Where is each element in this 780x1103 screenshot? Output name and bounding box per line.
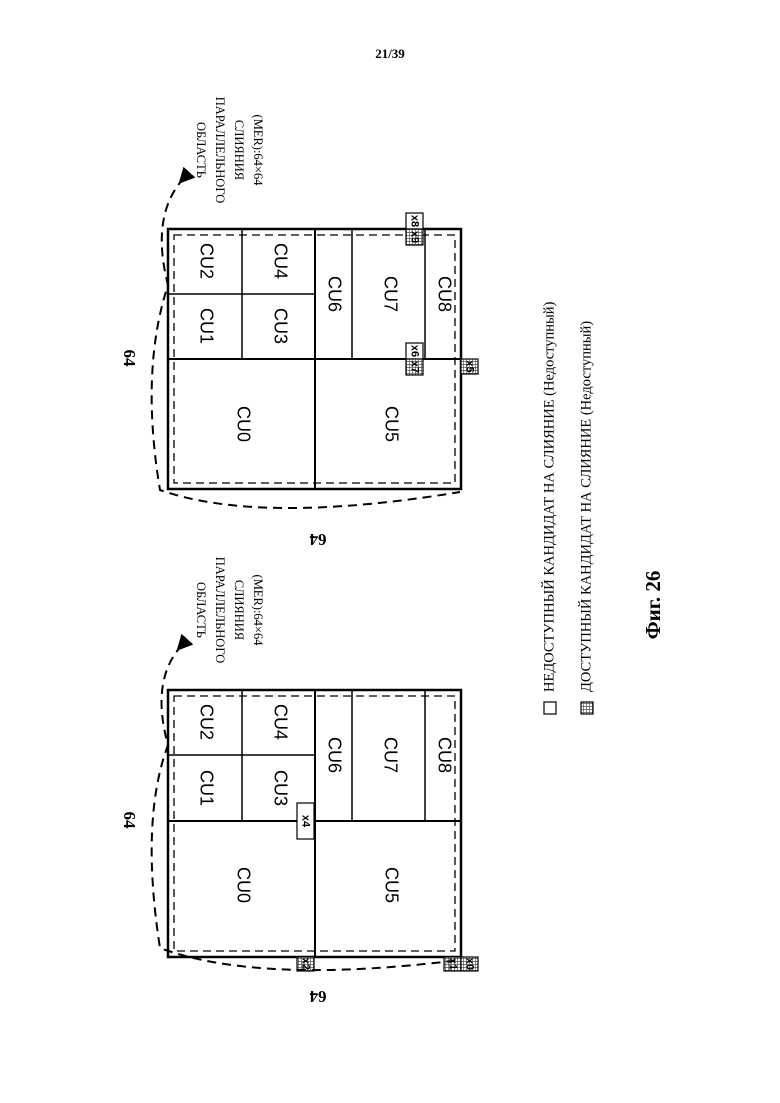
right-candidate-x6: x6	[406, 343, 423, 359]
svg-text:ОБЛАСТЬ: ОБЛАСТЬ	[194, 122, 208, 178]
left-candidate-x4: x4	[297, 803, 314, 839]
right-diagram: CU0 CU1 CU2 CU3 CU4 CU5 CU6 CU7 CU8 x8 x…	[120, 97, 478, 549]
right-candidate-x5: x5	[461, 359, 478, 374]
left-cu7-label: CU7	[380, 737, 400, 773]
right-cu0-label: CU0	[233, 406, 253, 442]
right-candidate-x9: x9	[406, 229, 423, 245]
legend-unavailable-swatch	[544, 702, 556, 714]
left-cu8-label: CU8	[434, 737, 454, 773]
svg-text:x5: x5	[464, 360, 476, 372]
left-cu4-label: CU4	[270, 704, 290, 740]
left-candidate-x1: x1	[444, 957, 461, 971]
svg-text:x9: x9	[409, 231, 421, 243]
right-size-top: 64	[120, 350, 139, 368]
left-diagram: CU0 CU1 CU2 CU3 CU4 CU5 CU6 CU7 CU8 x4 x…	[120, 557, 478, 1006]
left-cu1-label: CU1	[196, 770, 216, 806]
left-cu2-label: CU2	[196, 704, 216, 740]
svg-text:СЛИЯНИЯ: СЛИЯНИЯ	[232, 580, 246, 640]
figure-caption: Фиг. 26	[641, 571, 665, 640]
left-cu3-label: CU3	[270, 770, 290, 806]
left-size-bottom: 64	[309, 987, 327, 1006]
left-cu-labels: CU0 CU1 CU2 CU3 CU4 CU5 CU6 CU7 CU8	[196, 704, 454, 903]
svg-text:x4: x4	[300, 815, 312, 828]
legend-available-swatch	[581, 702, 593, 714]
svg-text:x2: x2	[300, 958, 312, 970]
legend-available-text: ДОСТУПНЫЙ КАНДИДАТ НА СЛИЯНИЕ (Недоступн…	[577, 321, 594, 692]
legend-unavailable-text: НЕДОСТУПНЫЙ КАНДИДАТ НА СЛИЯНИЕ (Недосту…	[540, 301, 557, 692]
svg-text:x6: x6	[409, 345, 421, 357]
right-cu4-label: CU4	[270, 243, 290, 279]
left-cu5-label: CU5	[381, 867, 401, 903]
right-cu8-label: CU8	[434, 276, 454, 312]
svg-text:x1: x1	[447, 958, 459, 970]
svg-text:(MER):64×64: (MER):64×64	[251, 115, 265, 187]
legend: НЕДОСТУПНЫЙ КАНДИДАТ НА СЛИЯНИЕ (Недосту…	[540, 301, 594, 714]
svg-text:ПАРАЛЛЕЛЬНОГО: ПАРАЛЛЕЛЬНОГО	[213, 97, 227, 204]
right-cu3-label: CU3	[270, 308, 290, 344]
svg-text:x7: x7	[409, 361, 421, 373]
left-mer-label: ОБЛАСТЬ ПАРАЛЛЕЛЬНОГО СЛИЯНИЯ (MER):64×6…	[194, 557, 265, 664]
svg-text:СЛИЯНИЯ: СЛИЯНИЯ	[232, 120, 246, 180]
svg-text:x0: x0	[464, 958, 476, 970]
left-size-top: 64	[120, 812, 139, 830]
right-cu7-label: CU7	[380, 276, 400, 312]
right-mer-label: ОБЛАСТЬ ПАРАЛЛЕЛЬНОГО СЛИЯНИЯ (MER):64×6…	[194, 97, 265, 204]
svg-text:ПАРАЛЛЕЛЬНОГО: ПАРАЛЛЕЛЬНОГО	[213, 557, 227, 664]
left-candidate-x2: x2	[297, 957, 314, 971]
right-cu2-label: CU2	[196, 243, 216, 279]
right-cu6-label: CU6	[324, 276, 344, 312]
left-cu0-label: CU0	[233, 867, 253, 903]
svg-text:ОБЛАСТЬ: ОБЛАСТЬ	[194, 582, 208, 638]
right-candidate-x8: x8	[406, 213, 423, 229]
right-size-bottom: 64	[309, 530, 327, 549]
svg-text:(MER):64×64: (MER):64×64	[251, 575, 265, 647]
svg-text:x8: x8	[409, 215, 421, 227]
right-cu1-label: CU1	[196, 308, 216, 344]
left-candidate-x0: x0	[461, 957, 478, 971]
left-cu6-label: CU6	[324, 737, 344, 773]
right-candidate-x7: x7	[406, 359, 423, 375]
right-cu5-label: CU5	[381, 406, 401, 442]
